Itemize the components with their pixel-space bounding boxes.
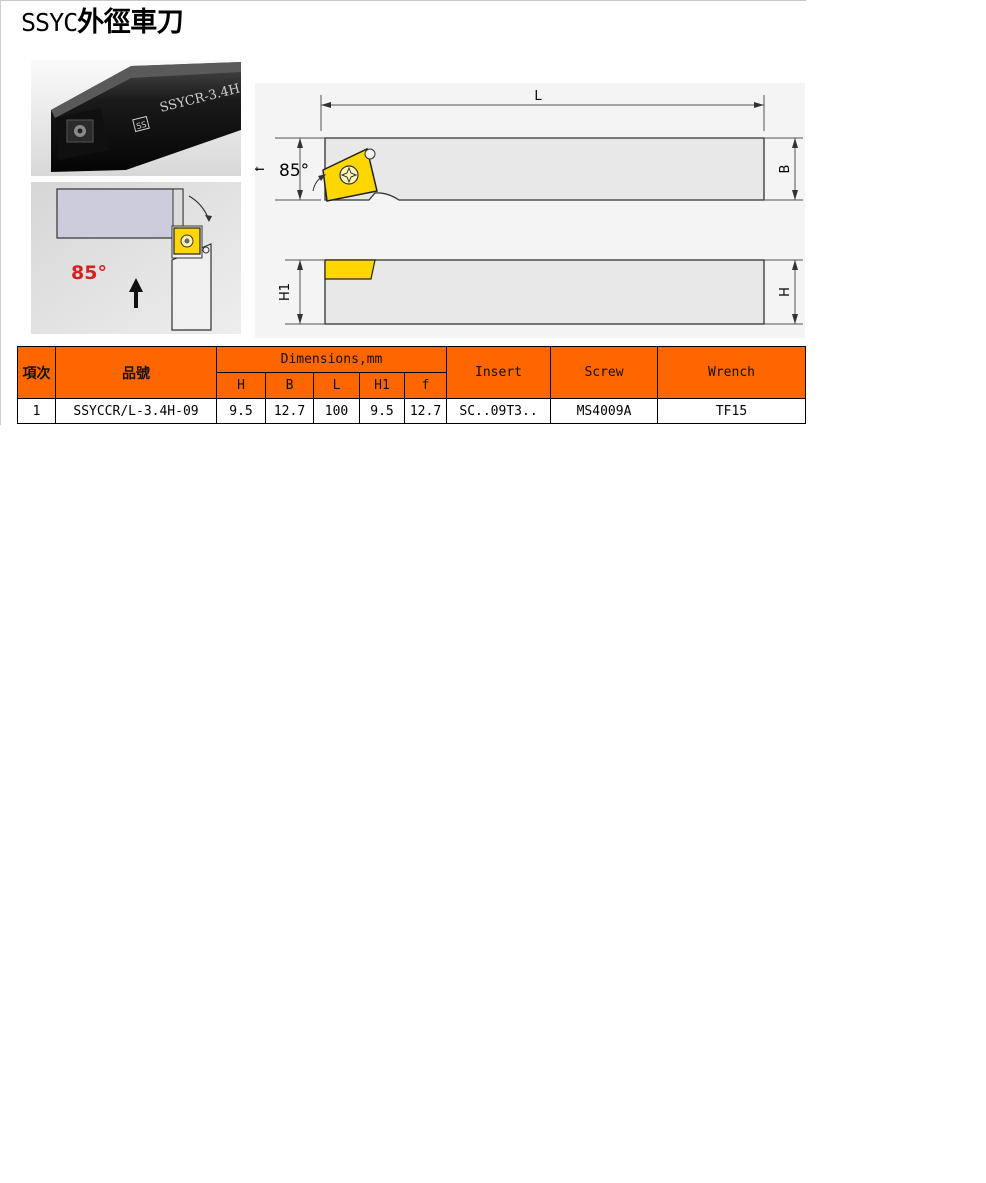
logo-mark: SS bbox=[135, 120, 147, 131]
header-dim-f: f bbox=[403, 372, 448, 399]
cell-B: 12.7 bbox=[265, 398, 314, 424]
header-insert: Insert bbox=[446, 346, 552, 399]
product-sheet: SSYC外徑車刀 SSYCR-3.4H SS bbox=[0, 0, 807, 425]
left-border bbox=[0, 0, 1, 425]
header-part-no: 品號 bbox=[55, 346, 217, 399]
header-item: 項次 bbox=[17, 346, 56, 399]
cell-H: 9.5 bbox=[216, 398, 266, 424]
dim-f-label: f bbox=[255, 166, 268, 171]
title-name: 外徑車刀 bbox=[77, 7, 184, 38]
header-dimensions: Dimensions,mm bbox=[215, 346, 448, 373]
header-wrench: Wrench bbox=[657, 346, 807, 399]
cell-part-no: SSYCCR/L-3.4H-09 bbox=[55, 398, 217, 424]
cell-wrench: TF15 bbox=[657, 398, 807, 424]
dim-B-label: B bbox=[778, 165, 793, 174]
cell-insert: SC..09T3.. bbox=[446, 398, 552, 424]
header-dim-B: B bbox=[265, 372, 314, 399]
header-dim-H1: H1 bbox=[359, 372, 405, 399]
header-screw: Screw bbox=[550, 346, 659, 399]
tool-holder-photo: SSYCR-3.4H SS bbox=[31, 60, 241, 176]
dim-L-label: L bbox=[534, 89, 542, 104]
header-dim-L: L bbox=[313, 372, 360, 399]
angle-label: 85° bbox=[71, 262, 107, 284]
technical-drawing: L 85° f B H1 bbox=[255, 83, 805, 338]
cell-H1: 9.5 bbox=[359, 398, 405, 424]
approach-angle-schematic: 85° bbox=[31, 182, 241, 334]
cell-L: 100 bbox=[313, 398, 360, 424]
angle-85-label: 85° bbox=[279, 161, 309, 181]
dim-H1-label: H1 bbox=[278, 283, 293, 301]
header-dim-H: H bbox=[216, 372, 266, 399]
cell-f: 12.7 bbox=[403, 398, 448, 424]
spec-table: 項次 品號 Dimensions,mm Insert Screw Wrench … bbox=[17, 346, 807, 424]
cell-item: 1 bbox=[17, 398, 56, 424]
table-row: 1 SSYCCR/L-3.4H-09 9.5 12.7 100 9.5 12.7… bbox=[17, 398, 807, 424]
title-code: SSYC bbox=[21, 8, 78, 37]
dim-H-label: H bbox=[778, 287, 793, 297]
cell-screw: MS4009A bbox=[550, 398, 659, 424]
top-border bbox=[0, 0, 806, 1]
page-title: SSYC外徑車刀 bbox=[21, 4, 184, 42]
